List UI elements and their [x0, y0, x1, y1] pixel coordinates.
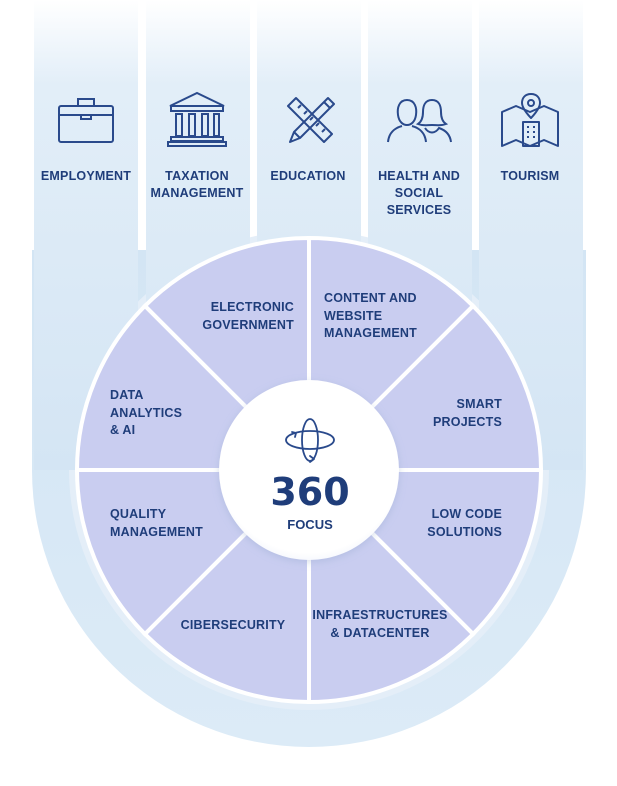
center-circle	[219, 380, 399, 560]
briefcase-icon	[58, 98, 114, 143]
rotation-360-icon	[285, 418, 335, 463]
segment-label-infrastructures: INFRAESTRUCTURES& DATACENTER	[312, 608, 448, 640]
pencil-ruler-icon	[287, 97, 335, 143]
people-icon	[387, 98, 452, 143]
column-label-tourism: TOURISM	[500, 169, 560, 183]
column-label-employment: EMPLOYMENT	[40, 169, 132, 183]
bank-building-icon	[167, 91, 227, 147]
map-pin-icon	[501, 93, 559, 147]
column-label-education: EDUCATION	[270, 169, 346, 183]
center-number: 360	[270, 470, 350, 514]
segment-label-cibersecurity: CIBERSECURITY	[180, 618, 286, 632]
segment-wheel-rim	[75, 236, 543, 704]
center-subtitle: FOCUS	[287, 517, 333, 532]
